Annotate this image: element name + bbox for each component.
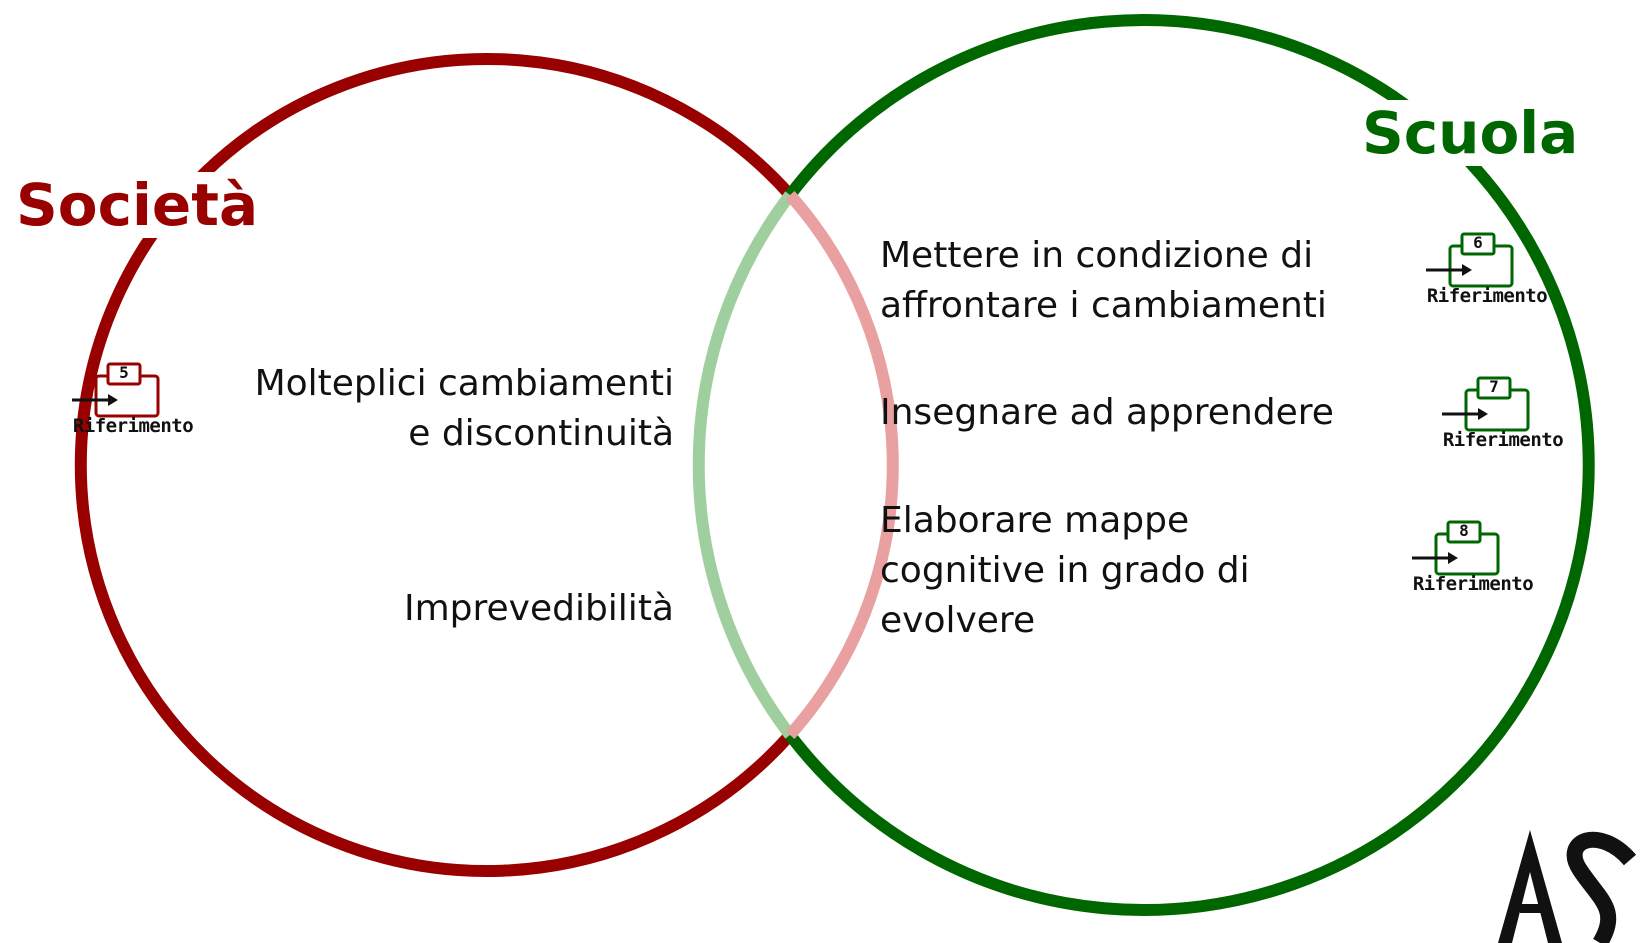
reference-link-icon [1412, 520, 1500, 576]
reference-number: 6 [1473, 233, 1483, 252]
reference-link-8[interactable]: 8 Riferimento [1398, 520, 1548, 596]
scuola-title: Scuola [1356, 100, 1585, 166]
reference-label: Riferimento [72, 415, 194, 437]
reference-link-icon [1426, 232, 1514, 288]
reference-label: Riferimento [1426, 285, 1548, 307]
text-line: Elaborare mappe [880, 500, 1190, 541]
reference-label: Riferimento [1442, 429, 1564, 451]
text-line: cognitive in grado di [880, 550, 1250, 591]
text-line: e discontinuità [408, 413, 674, 454]
societa-item-imprevedibilita: Imprevedibilità [404, 584, 674, 634]
reference-number: 8 [1459, 521, 1469, 540]
overlap-right-arc [785, 191, 899, 739]
reference-number: 7 [1489, 377, 1499, 396]
reference-number: 5 [119, 363, 129, 382]
scuola-item-mappe: Elaborare mappe cognitive in grado di ev… [880, 496, 1250, 646]
reference-link-7[interactable]: 7 Riferimento [1428, 376, 1578, 452]
text-line: affrontare i cambiamenti [880, 285, 1327, 326]
reference-link-icon [72, 362, 160, 418]
text-line: Insegnare ad apprendere [880, 392, 1334, 433]
societa-circle-outline [74, 53, 795, 877]
scuola-circle-outline [785, 14, 1595, 916]
societa-title: Società [10, 172, 265, 238]
text-line: Imprevedibilità [403, 588, 674, 629]
reference-link-5[interactable]: 5 Riferimento [58, 362, 208, 438]
text-line: evolvere [880, 600, 1036, 641]
reference-link-6[interactable]: 6 Riferimento [1412, 232, 1562, 308]
text-line: Mettere in condizione di [880, 235, 1314, 276]
text-line: Molteplici cambiamenti [254, 363, 674, 404]
societa-item-cambiamenti: Molteplici cambiamenti e discontinuità [255, 359, 674, 459]
reference-link-icon [1442, 376, 1530, 432]
overlap-left-arc [692, 191, 795, 739]
reference-label: Riferimento [1412, 573, 1534, 595]
scuola-item-apprendere: Insegnare ad apprendere [880, 388, 1334, 438]
logo-icon [1498, 830, 1637, 943]
scuola-item-condizione: Mettere in condizione di affrontare i ca… [880, 231, 1327, 331]
